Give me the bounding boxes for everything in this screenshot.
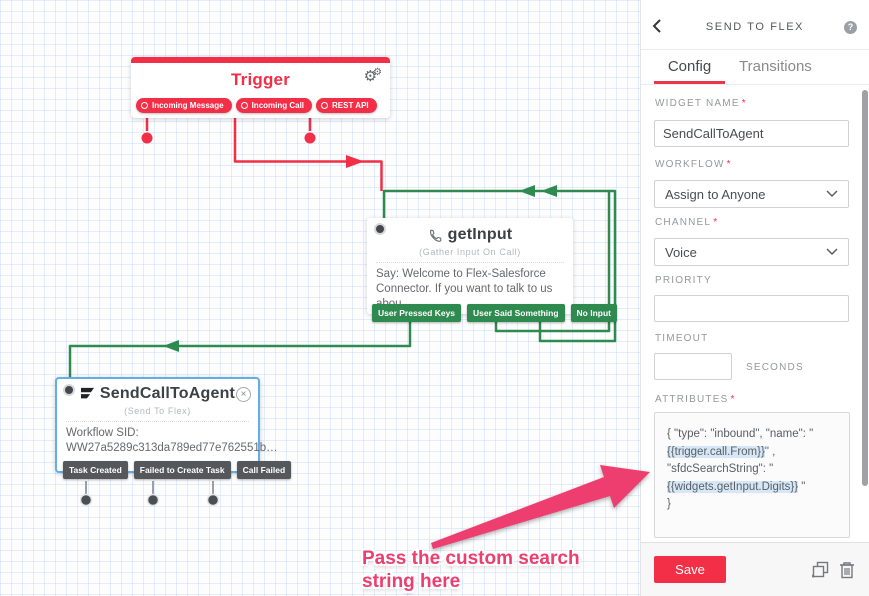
tab-config[interactable]: Config [667, 58, 712, 75]
connector-dot-task-created [79, 493, 93, 507]
channel-label: CHANNEL* [655, 217, 719, 228]
workflow-label: WORKFLOW* [655, 159, 732, 170]
trigger-pill-rest-api[interactable]: REST API [316, 98, 377, 113]
transition-user-said-something[interactable]: User Said Something [467, 304, 565, 322]
code-line: "sfdcSearchString": " [667, 463, 774, 475]
transition-no-input[interactable]: No Input [570, 304, 617, 322]
channel-select[interactable]: Voice [654, 238, 849, 266]
timeout-unit-label: SECONDS [746, 362, 804, 373]
widget-body-line: WW27a5289c313da789ed77e762551b… [66, 442, 278, 454]
connector-dot-call-failed [206, 493, 220, 507]
connector-dot-incoming-message [141, 132, 153, 144]
sendcalltoagent-widget[interactable]: SendCallToAgent × (Send To Flex) Workflo… [55, 377, 292, 479]
phone-icon [429, 229, 442, 242]
panel-title: SEND TO FLEX [705, 21, 805, 33]
tab-bar: Config Transitions [641, 50, 869, 85]
chevron-down-icon [826, 190, 838, 198]
help-icon[interactable]: ? [844, 21, 857, 34]
priority-input[interactable] [654, 295, 849, 322]
panel-footer: Save [641, 542, 869, 596]
trigger-pill-incoming-message[interactable]: Incoming Message [136, 98, 232, 113]
trigger-title: Trigger [230, 70, 291, 89]
close-icon[interactable]: × [236, 387, 251, 402]
timeout-input[interactable] [654, 353, 732, 380]
arrowhead-left [519, 185, 535, 197]
arrowhead-left [163, 340, 179, 352]
widget-body-line: Workflow SID: [66, 427, 139, 439]
active-tab-underline [654, 81, 725, 84]
priority-label: PRIORITY [655, 275, 712, 286]
transition-task-created[interactable]: Task Created [63, 461, 128, 479]
connector-dot-failed-to-create-task [146, 493, 160, 507]
entry-dot[interactable] [63, 384, 75, 396]
trigger-widget[interactable]: Trigger ⚙⚙ Incoming Message Incoming Cal… [131, 57, 390, 118]
trash-icon[interactable] [838, 560, 856, 580]
transition-call-failed[interactable]: Call Failed [236, 461, 292, 479]
widget-name-label: WIDGET NAME* [655, 98, 747, 109]
chevron-down-icon [826, 248, 838, 256]
panel-header: SEND TO FLEX ? [641, 0, 869, 50]
workflow-select[interactable]: Assign to Anyone [654, 180, 849, 208]
liquid-variable: {{widgets.getInput.Digits}} [667, 480, 799, 493]
copy-icon[interactable] [810, 560, 830, 580]
code-line: } [667, 498, 671, 510]
timeout-label: TIMEOUT [655, 333, 709, 344]
flex-icon [80, 387, 94, 399]
annotation-text: Pass the custom search string here [362, 548, 580, 592]
transition-user-pressed-keys[interactable]: User Pressed Keys [372, 304, 462, 322]
connector-dot-rest-api [304, 132, 316, 144]
pill-ring-icon [141, 102, 148, 109]
arrowhead-right [346, 155, 364, 168]
panel-scrollbar[interactable] [862, 90, 868, 486]
widget-subtitle: (Gather Input On Call) [419, 247, 521, 257]
widget-config-panel: SEND TO FLEX ? Config Transitions WIDGET… [640, 0, 869, 596]
widget-name-input[interactable] [654, 120, 849, 147]
code-line: { "type": "inbound", "name": " [667, 428, 814, 440]
code-line: {{trigger.call.From}}" , [667, 445, 776, 458]
arrowhead-left [541, 185, 557, 197]
widget-subtitle: (Send To Flex) [124, 406, 191, 416]
transition-failed-to-create-task[interactable]: Failed to Create Task [133, 461, 231, 479]
attributes-label: ATTRIBUTES* [655, 394, 736, 405]
chevron-left-icon[interactable] [652, 18, 662, 34]
widget-title: getInput [447, 226, 513, 243]
code-line: {{widgets.getInput.Digits}} " [667, 480, 806, 493]
attributes-editor[interactable]: { "type": "inbound", "name": " {{trigger… [654, 412, 850, 538]
widget-title: SendCallToAgent [99, 385, 236, 402]
pill-ring-icon [321, 102, 329, 109]
widget-body-line: Say: Welcome to Flex-Salesforce [376, 268, 546, 280]
save-button[interactable]: Save [654, 556, 726, 583]
tab-transitions[interactable]: Transitions [739, 58, 812, 75]
divider [376, 262, 564, 263]
gear-icon[interactable]: ⚙⚙ [363, 67, 382, 85]
trigger-pill-incoming-call[interactable]: Incoming Call [235, 98, 313, 113]
liquid-variable: {{trigger.call.From}} [667, 445, 765, 458]
divider [66, 421, 249, 422]
pill-ring-icon [240, 102, 248, 109]
getinput-widget[interactable]: getInput (Gather Input On Call) Say: Wel… [367, 218, 617, 322]
entry-dot[interactable] [374, 223, 386, 235]
flow-canvas[interactable]: Trigger ⚙⚙ Incoming Message Incoming Cal… [0, 0, 640, 596]
